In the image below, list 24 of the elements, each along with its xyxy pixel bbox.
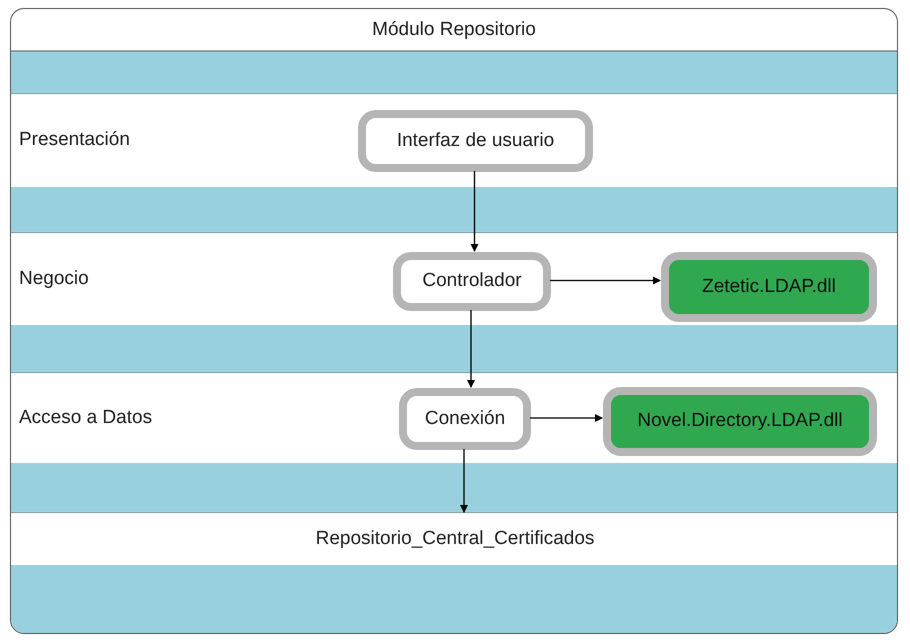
- node-text: Novel.Directory.LDAP.dll: [637, 409, 843, 434]
- component-box: [393, 252, 551, 311]
- node-text: Negocio: [19, 266, 89, 291]
- node-text: Controlador: [422, 269, 522, 294]
- layer-row: [11, 233, 897, 325]
- component-box: [358, 110, 593, 172]
- arrow: [550, 276, 661, 284]
- arrow: [470, 171, 478, 252]
- library-box: [603, 387, 877, 456]
- node-text: Repositorio_Central_Certificados: [316, 526, 594, 551]
- node-text: Acceso a Datos: [19, 406, 152, 430]
- node-text: Conexión: [424, 406, 506, 431]
- node-text: Presentación: [19, 128, 130, 152]
- component-box: [399, 388, 531, 450]
- layer-row: [11, 513, 897, 565]
- arrow: [530, 414, 603, 422]
- library-box: [661, 252, 877, 322]
- layer-row: [11, 373, 897, 463]
- node-text: Módulo Repositorio: [372, 18, 536, 42]
- arrow: [460, 449, 468, 513]
- node-text: Interfaz de usuario: [396, 128, 554, 153]
- node-text: Zetetic.LDAP.dll: [702, 274, 836, 299]
- arrow: [467, 310, 475, 388]
- layer-row: [11, 94, 897, 187]
